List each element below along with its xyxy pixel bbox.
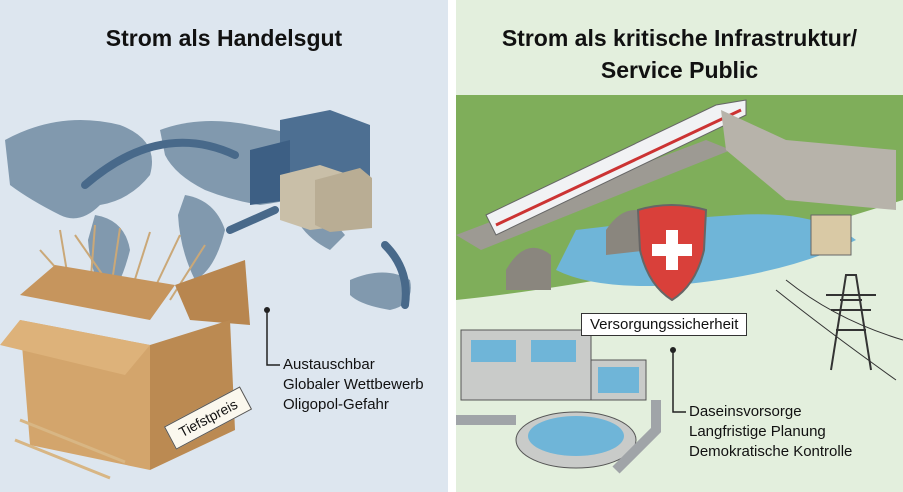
dam bbox=[721, 110, 896, 256]
commodity-illustration bbox=[0, 110, 411, 480]
power-pylon bbox=[775, 274, 903, 381]
left-title: Strom als Handelsgut bbox=[105, 25, 343, 51]
point-oligopoly-risk: Oligopol-Gefahr bbox=[283, 396, 389, 413]
swiss-shield-icon bbox=[636, 204, 708, 302]
bridge bbox=[456, 140, 731, 290]
panel-electricity-as-commodity: Strom als Handelsgut Tiefstpreis Austaus… bbox=[0, 0, 448, 492]
point-exchangeable: Austauschbar bbox=[283, 356, 375, 373]
shipping-containers bbox=[250, 110, 372, 232]
loose-sticks bbox=[14, 418, 126, 480]
point-public-service: Daseinsvorsorge bbox=[689, 403, 802, 420]
commodity-points: Austauschbar Globaler Wettbewerb Oligopo… bbox=[283, 355, 424, 415]
water-treatment bbox=[456, 329, 661, 474]
point-democratic-control: Demokratische Kontrolle bbox=[689, 443, 853, 460]
infrastructure-points: Daseinsvorsorge Langfristige Planung Dem… bbox=[689, 402, 852, 462]
right-title-line1: Strom als kritische Infrastruktur/ bbox=[501, 25, 858, 51]
point-long-term-planning: Langfristige Planung bbox=[689, 423, 826, 440]
point-global-competition: Globaler Wettbewerb bbox=[283, 376, 424, 393]
panel-critical-infrastructure: Strom als kritische Infrastruktur/ Servi… bbox=[456, 0, 903, 492]
train bbox=[485, 99, 747, 236]
trade-arrows bbox=[81, 138, 410, 309]
supply-security-label: Versorgungssicherheit bbox=[581, 313, 748, 336]
infrastructure-illustration bbox=[456, 95, 903, 474]
right-title-line2: Service Public bbox=[600, 57, 759, 83]
